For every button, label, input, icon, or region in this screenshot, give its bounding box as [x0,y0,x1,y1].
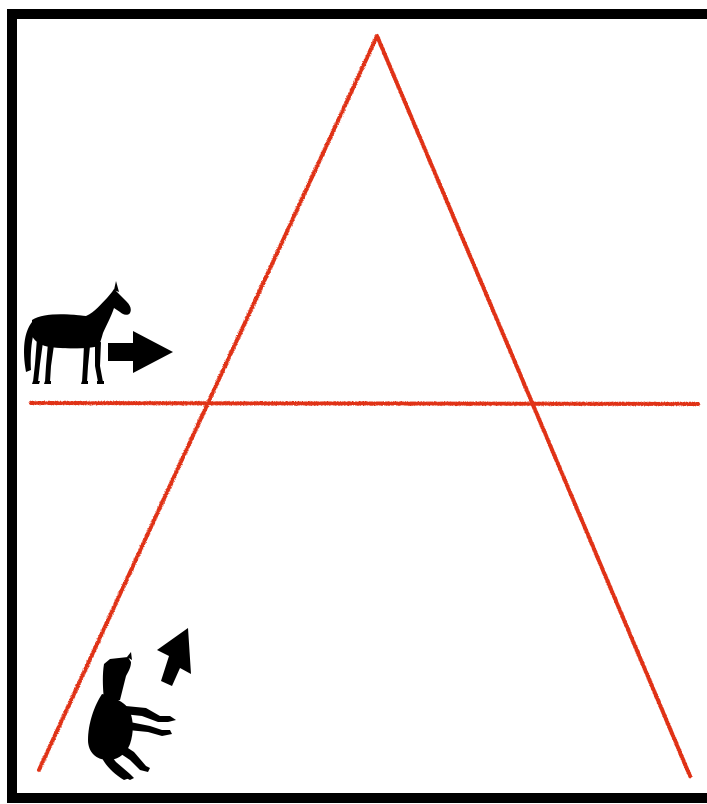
arrow-up-right-icon [157,628,191,686]
arrow-right-icon [108,331,173,373]
right-diagonal-track [377,36,690,776]
horse-standing-icon [24,281,131,384]
horse-rearing-icon [88,652,176,780]
horizontal-track [31,403,698,404]
